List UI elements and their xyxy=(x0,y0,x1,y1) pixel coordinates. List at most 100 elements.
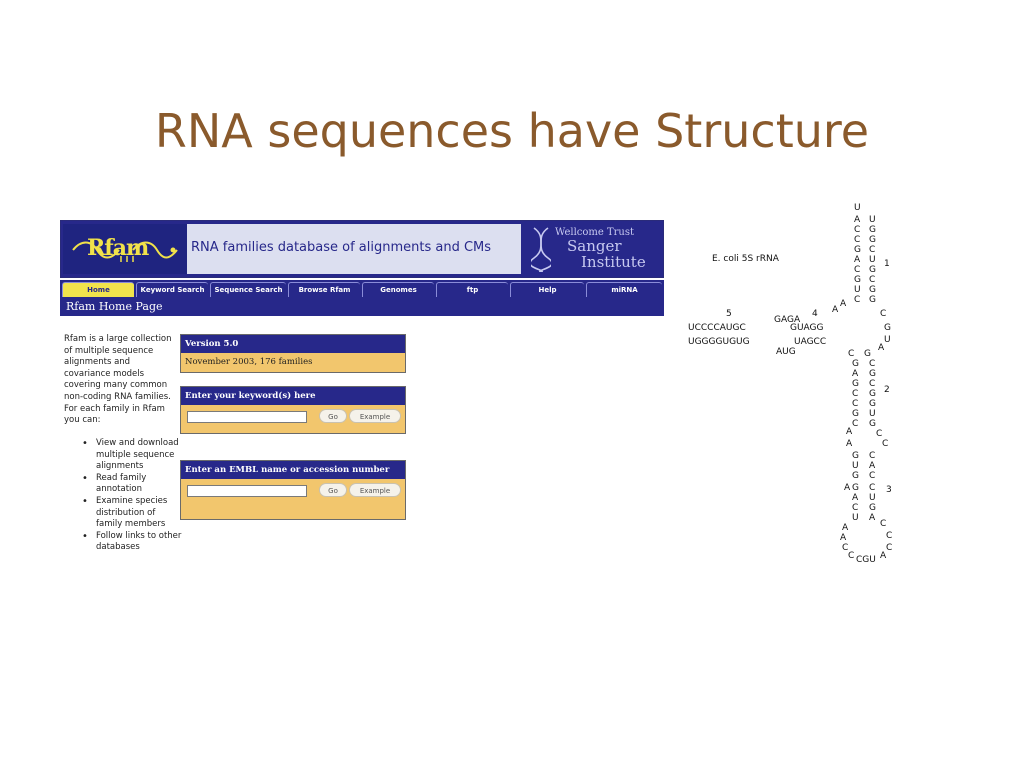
svg-text:A: A xyxy=(854,255,861,265)
svg-text:C: C xyxy=(869,359,875,369)
list-item: Examine species distribution of family m… xyxy=(82,496,182,531)
svg-text:U: U xyxy=(884,335,891,345)
svg-text:GUAGG: GUAGG xyxy=(790,323,824,333)
svg-text:GAGA: GAGA xyxy=(774,315,801,325)
svg-text:UCCCCAUGC: UCCCCAUGC xyxy=(688,323,746,333)
svg-text:UAGCC: UAGCC xyxy=(794,337,826,347)
svg-text:C: C xyxy=(880,309,886,319)
svg-text:G: G xyxy=(852,483,859,493)
tab-keyword-search[interactable]: Keyword Search xyxy=(136,282,208,297)
tab-sequence-search[interactable]: Sequence Search xyxy=(210,282,286,297)
svg-text:G: G xyxy=(852,409,859,419)
svg-text:G: G xyxy=(869,389,876,399)
svg-text:U: U xyxy=(852,513,859,523)
embl-example-button[interactable]: Example xyxy=(349,483,401,497)
svg-text:A: A xyxy=(832,305,839,315)
svg-text:AUG: AUG xyxy=(776,347,796,357)
embl-title: Enter an EMBL name or accession number xyxy=(181,461,405,479)
version-text: November 2003, 176 families xyxy=(185,357,313,367)
tab-home[interactable]: Home xyxy=(62,282,134,297)
svg-text:G: G xyxy=(852,451,859,461)
svg-text:U: U xyxy=(869,493,876,503)
svg-text:G: G xyxy=(864,349,871,359)
svg-text:A: A xyxy=(842,523,849,533)
svg-text:C: C xyxy=(869,471,875,481)
svg-text:A: A xyxy=(869,461,876,471)
feature-list: View and download multiple sequence alig… xyxy=(82,438,182,554)
svg-text:C: C xyxy=(848,551,854,561)
tab-mirna[interactable]: miRNA xyxy=(586,282,662,297)
embl-go-button[interactable]: Go xyxy=(319,483,347,497)
svg-text:CGU: CGU xyxy=(856,555,876,565)
rfam-banner: Rfam RNA families database of alignments… xyxy=(60,220,664,278)
embl-body: Go Example xyxy=(181,479,405,519)
svg-text:G: G xyxy=(852,379,859,389)
rfam-logo[interactable]: Rfam xyxy=(63,224,187,274)
svg-text:G: G xyxy=(852,471,859,481)
svg-text:G: G xyxy=(869,369,876,379)
svg-text:C: C xyxy=(842,543,848,553)
helix-number: 4 xyxy=(812,309,818,319)
svg-text:G: G xyxy=(854,275,861,285)
helix-number: 1 xyxy=(884,259,890,269)
svg-text:G: G xyxy=(869,295,876,305)
svg-text:C: C xyxy=(869,451,875,461)
keyword-go-button[interactable]: Go xyxy=(319,409,347,423)
svg-text:C: C xyxy=(852,503,858,513)
svg-text:G: G xyxy=(869,419,876,429)
sanger-line2: Sanger xyxy=(567,237,622,255)
list-item: Follow links to other databases xyxy=(82,531,182,554)
svg-text:U: U xyxy=(869,409,876,419)
svg-text:U: U xyxy=(869,255,876,265)
svg-text:A: A xyxy=(880,551,887,561)
svg-text:G: G xyxy=(869,235,876,245)
svg-text:C: C xyxy=(869,379,875,389)
svg-text:A: A xyxy=(846,439,853,449)
svg-text:C: C xyxy=(869,245,875,255)
svg-text:G: G xyxy=(869,503,876,513)
tab-help[interactable]: Help xyxy=(510,282,584,297)
sanger-line3: Institute xyxy=(581,253,646,271)
intro-text: Rfam is a large collection of multiple s… xyxy=(64,334,172,426)
svg-text:C: C xyxy=(852,399,858,409)
rfam-screenshot: Rfam RNA families database of alignments… xyxy=(60,220,664,590)
svg-text:U: U xyxy=(852,461,859,471)
svg-text:UGGGGUGUG: UGGGGUGUG xyxy=(688,337,750,347)
svg-text:C: C xyxy=(869,483,875,493)
rfam-nav: Home Keyword Search Sequence Search Brow… xyxy=(60,280,664,298)
rfam-tagline: RNA families database of alignments and … xyxy=(191,240,492,255)
list-item: Read family annotation xyxy=(82,473,182,496)
embl-input[interactable] xyxy=(187,485,307,497)
list-item: View and download multiple sequence alig… xyxy=(82,438,182,473)
embl-panel: Enter an EMBL name or accession number G… xyxy=(180,460,406,520)
svg-text:C: C xyxy=(854,265,860,275)
svg-text:C: C xyxy=(854,225,860,235)
helix-number: 2 xyxy=(884,385,890,395)
keyword-input[interactable] xyxy=(187,411,307,423)
svg-text:C: C xyxy=(852,419,858,429)
tab-ftp[interactable]: ftp xyxy=(436,282,508,297)
dna-helix-icon xyxy=(531,227,551,272)
svg-text:A: A xyxy=(852,493,859,503)
svg-text:U: U xyxy=(869,215,876,225)
svg-text:G: G xyxy=(869,399,876,409)
version-panel: Version 5.0 November 2003, 176 families xyxy=(180,334,406,373)
svg-text:C: C xyxy=(848,349,854,359)
sanger-line1: Wellcome Trust xyxy=(555,227,635,238)
tab-genomes[interactable]: Genomes xyxy=(362,282,434,297)
svg-text:G: G xyxy=(884,323,891,333)
keyword-example-button[interactable]: Example xyxy=(349,409,401,423)
tab-browse-rfam[interactable]: Browse Rfam xyxy=(288,282,360,297)
svg-text:C: C xyxy=(880,519,886,529)
svg-text:U: U xyxy=(854,203,861,213)
page-subheader: Rfam Home Page xyxy=(60,298,664,316)
svg-text:G: G xyxy=(852,359,859,369)
tagline-box: RNA families database of alignments and … xyxy=(187,224,521,274)
svg-text:A: A xyxy=(869,513,876,523)
rna-swirl-icon xyxy=(72,241,178,262)
helix-number: 3 xyxy=(886,485,892,495)
helix-5-and-4: UCCCCAUGC UGGGGUGUG GUAGG UAGCC GAGA AUG… xyxy=(688,299,891,357)
page-subheader-label: Rfam Home Page xyxy=(66,300,163,313)
